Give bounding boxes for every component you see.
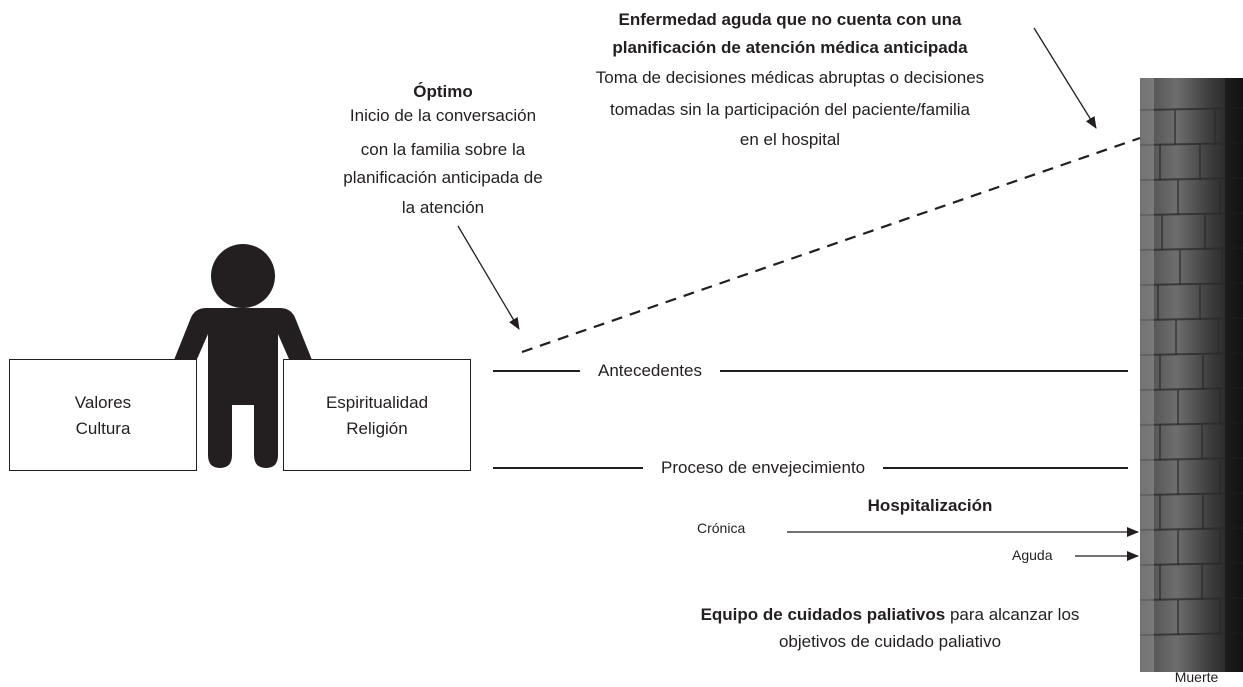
palliative-line-1: Equipo de cuidados paliativos para alcan… — [640, 603, 1140, 627]
optimo-line-2: con la familia sobre la — [360, 140, 526, 159]
death-wall — [1139, 78, 1243, 672]
acute-label: Aguda — [1012, 547, 1053, 563]
chronic-label: Crónica — [697, 520, 746, 536]
values-label: Valores — [74, 393, 132, 412]
antecedentes-label: Antecedentes — [580, 360, 720, 382]
optimo-title: Óptimo — [413, 82, 473, 101]
culture-label: Cultura — [75, 419, 131, 438]
religion-label: Religión — [346, 419, 408, 438]
acute-title-line-1: Enfermedad aguda que no cuenta con una — [618, 10, 962, 29]
acute-line-3: en el hospital — [739, 130, 841, 149]
envejecimiento-label: Proceso de envejecimiento — [643, 457, 884, 479]
death-label: Muerte — [1174, 669, 1219, 685]
hospitalization-title: Hospitalización — [867, 496, 993, 515]
values-culture-box: Valores Cultura — [9, 359, 197, 471]
acute-pointer-arrow — [1033, 27, 1097, 129]
palliative-team-label: Equipo de cuidados paliativos — [700, 605, 946, 624]
palliative-purpose-text: para alcanzar los — [945, 605, 1080, 624]
acute-title-line-2: planificación de atención médica anticip… — [612, 38, 968, 57]
optimo-line-3: planificación anticipada de — [343, 168, 543, 187]
person-icon — [174, 244, 312, 468]
trajectory-dashed-line — [521, 136, 1141, 354]
palliative-line-2: objetivos de cuidado paliativo — [778, 632, 1002, 651]
spirituality-religion-box: Espiritualidad Religión — [283, 359, 471, 471]
spirituality-label: Espiritualidad — [325, 393, 429, 412]
acute-line-1: Toma de decisiones médicas abruptas o de… — [595, 68, 985, 87]
optimo-line-4: la atención — [401, 198, 485, 217]
acute-line-2: tomadas sin la participación del pacient… — [609, 100, 971, 119]
optimo-line-1: Inicio de la conversación — [349, 106, 537, 125]
optimo-pointer-arrow — [457, 225, 520, 330]
